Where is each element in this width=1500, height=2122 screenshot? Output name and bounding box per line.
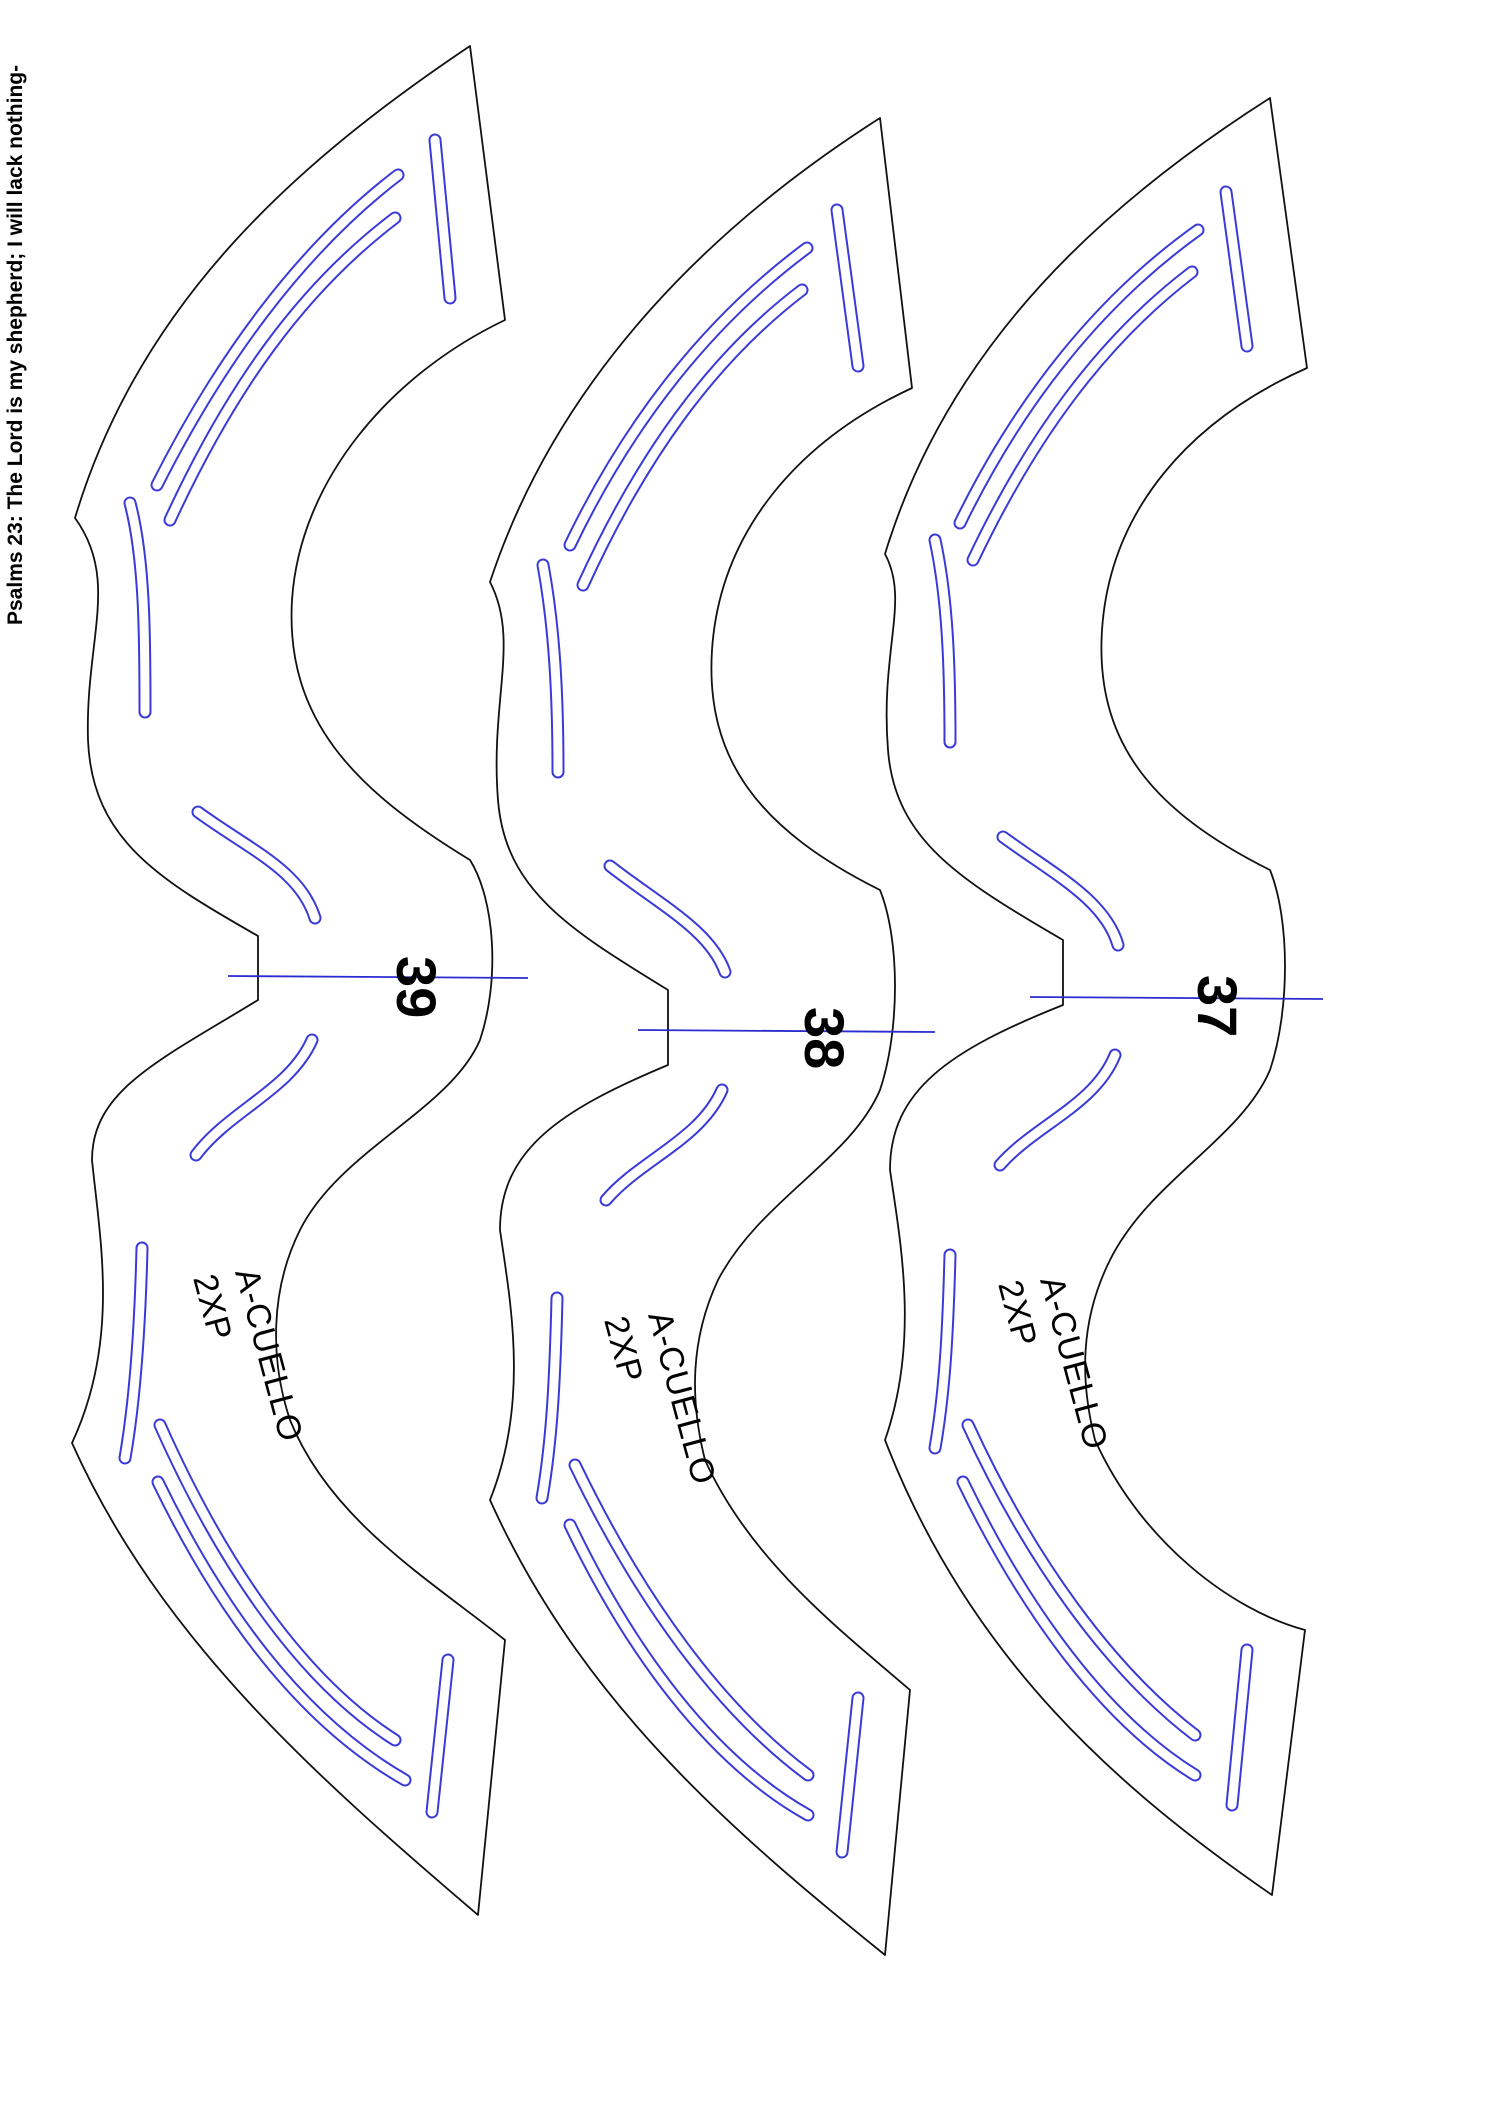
- grain-line: [227, 975, 529, 979]
- size-label: 37: [1186, 975, 1249, 1037]
- stitch-lines: [928, 185, 1254, 1812]
- grain-line: [1029, 996, 1324, 1000]
- size-label: 38: [793, 1007, 856, 1069]
- psalm-caption: Psalms 23: The Lord is my shepherd; I wi…: [4, 65, 27, 625]
- size-label: 39: [385, 956, 448, 1018]
- piece-outline: [884, 97, 1308, 1896]
- stitch-lines: [118, 133, 457, 1819]
- grain-line: [637, 1029, 936, 1033]
- stitch-lines: [535, 203, 865, 1859]
- collar-piece-37: 37 A-CUELLO 2XP: [884, 97, 1324, 1896]
- piece-outline: [71, 45, 506, 1916]
- collar-piece-39: 39 A-CUELLO 2XP: [71, 45, 529, 1916]
- collar-piece-38: 38 A-CUELLO 2XP: [489, 117, 936, 1956]
- piece-outline: [489, 117, 913, 1956]
- piece-name-label: A-CUELLO: [640, 1307, 723, 1489]
- piece-name-label: A-CUELLO: [227, 1264, 310, 1446]
- piece-name-label: A-CUELLO: [1032, 1272, 1115, 1454]
